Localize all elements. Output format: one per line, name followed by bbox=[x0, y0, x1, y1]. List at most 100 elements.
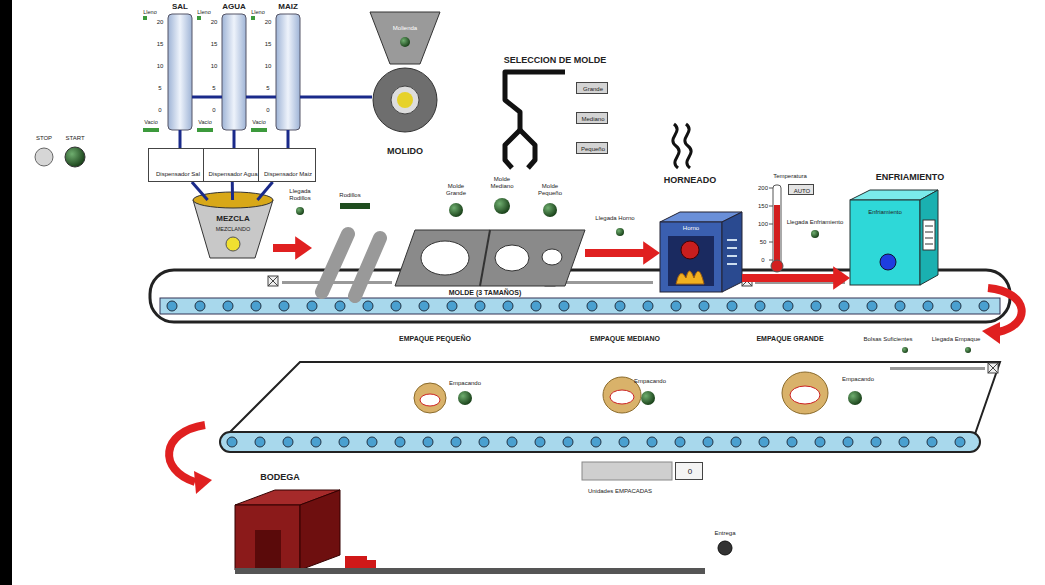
thermometer-part bbox=[769, 188, 773, 260]
belt-roller bbox=[507, 437, 517, 447]
mold-plate: MOLDE (3 TAMAÑOS) bbox=[395, 228, 585, 286]
grinder: MoliendaMOLIDO bbox=[372, 10, 438, 138]
curved-arrows bbox=[169, 288, 1022, 482]
tanks bbox=[143, 14, 300, 132]
tanks-part bbox=[143, 16, 147, 20]
node-label: Dispensador Sal bbox=[153, 171, 203, 178]
hmi-label: 0 bbox=[266, 107, 269, 114]
belt-roller bbox=[587, 301, 597, 311]
belt-roller bbox=[311, 437, 321, 447]
mold-plate-part bbox=[495, 245, 529, 271]
mold-button: Mediano bbox=[576, 112, 608, 124]
pack-leds-part bbox=[902, 347, 908, 353]
dispenser-box: Dispensador Sal bbox=[148, 148, 206, 182]
belt-rails-part bbox=[282, 281, 392, 284]
pack-leds bbox=[458, 347, 971, 405]
belt-roller bbox=[643, 301, 653, 311]
node-label: Dispensador Agua bbox=[208, 171, 258, 178]
oven-part bbox=[676, 271, 704, 284]
flow-arrow bbox=[742, 266, 850, 290]
lower-conveyor bbox=[220, 362, 1000, 452]
smoke-icon-part bbox=[685, 124, 691, 168]
belt-roller bbox=[563, 437, 573, 447]
tanks-part bbox=[197, 16, 201, 20]
robot-arm-part bbox=[520, 130, 535, 168]
tank: MAIZ bbox=[276, 14, 300, 130]
belt-roller bbox=[675, 437, 685, 447]
hmi-label: 20 bbox=[265, 19, 272, 26]
pipes-part bbox=[246, 96, 276, 99]
hmi-label: 20 bbox=[157, 19, 164, 26]
hmi-label: Empacando bbox=[842, 376, 874, 383]
hmi-label: Molde Mediano bbox=[485, 176, 519, 190]
belt-roller bbox=[811, 301, 821, 311]
pipe bbox=[257, 182, 272, 200]
tanks-part bbox=[276, 14, 300, 130]
node-label: MEZCLANDO bbox=[216, 226, 251, 232]
mold-plate-part bbox=[421, 241, 469, 275]
hmi-label: Molde Pequeño bbox=[534, 183, 566, 197]
belt-roller bbox=[787, 437, 797, 447]
hmi-label: Lleno bbox=[197, 9, 210, 15]
mixer-part bbox=[226, 237, 240, 251]
pack-leds-part bbox=[965, 347, 971, 353]
cooler: ENFRIAMIENTOEnfriamiento bbox=[850, 190, 938, 288]
oven-part bbox=[616, 228, 624, 236]
hmi-label: Empacando bbox=[634, 378, 666, 385]
belt-rails bbox=[268, 276, 998, 373]
pipes bbox=[192, 97, 276, 98]
node-label: BODEGA bbox=[260, 472, 300, 482]
hmi-label: SELECCION DE MOLDE bbox=[504, 55, 607, 65]
node-heading: HORNEADO bbox=[664, 175, 717, 185]
mode-display: AUTO bbox=[788, 184, 814, 195]
robot-arm-part bbox=[505, 130, 520, 168]
dispenser-box: Dispensador Agua bbox=[203, 148, 261, 182]
mold-plate-part bbox=[543, 203, 557, 217]
belt-roller bbox=[899, 437, 909, 447]
pipes-part bbox=[192, 96, 222, 99]
cooler-part bbox=[880, 254, 896, 270]
grinder-part bbox=[391, 86, 419, 114]
bags-part bbox=[790, 386, 820, 404]
hmi-label: Molde Grande bbox=[441, 183, 471, 197]
belt-roller bbox=[419, 301, 429, 311]
lower-conveyor-part bbox=[227, 437, 965, 447]
belt-roller bbox=[703, 437, 713, 447]
rollers-part bbox=[296, 207, 304, 215]
oven-part bbox=[722, 212, 742, 292]
oven-part bbox=[681, 241, 699, 259]
rollers-part bbox=[355, 238, 380, 296]
cooler-part bbox=[920, 190, 938, 285]
grinder bbox=[370, 12, 440, 132]
belt-roller bbox=[475, 301, 485, 311]
start-stop-buttons bbox=[35, 147, 85, 167]
warehouse-part bbox=[235, 505, 300, 570]
cooler bbox=[811, 190, 938, 285]
hmi-label: 20 bbox=[211, 19, 218, 26]
pipe bbox=[234, 130, 235, 148]
oven-part bbox=[660, 222, 722, 292]
belt-rails-part bbox=[268, 276, 998, 373]
warehouse bbox=[235, 490, 732, 574]
mixer: MEZCLAMEZCLANDO bbox=[193, 200, 273, 258]
pack-leds-part bbox=[848, 391, 862, 405]
hmi-label: Llegada Rodillos bbox=[282, 188, 318, 202]
bags-part bbox=[782, 372, 828, 414]
tank: AGUA bbox=[222, 14, 246, 130]
bags-part bbox=[610, 390, 634, 404]
hmi-label: Vacío bbox=[144, 119, 158, 125]
mold-button: Pequeño bbox=[576, 142, 608, 154]
dispenser-box: Dispensador Maiz bbox=[258, 148, 316, 182]
pipe bbox=[192, 182, 208, 200]
hmi-label: 200 bbox=[758, 185, 768, 192]
smoke-icon-part bbox=[673, 124, 679, 168]
connector-line bbox=[300, 96, 372, 99]
belt-roller bbox=[307, 301, 317, 311]
belt-roller bbox=[223, 301, 233, 311]
curved-arrow-heads-part bbox=[982, 322, 1000, 344]
smoke-icon bbox=[673, 124, 691, 168]
belt-roller bbox=[927, 437, 937, 447]
belt-roller bbox=[727, 301, 737, 311]
hmi-label: Vacío bbox=[198, 119, 212, 125]
